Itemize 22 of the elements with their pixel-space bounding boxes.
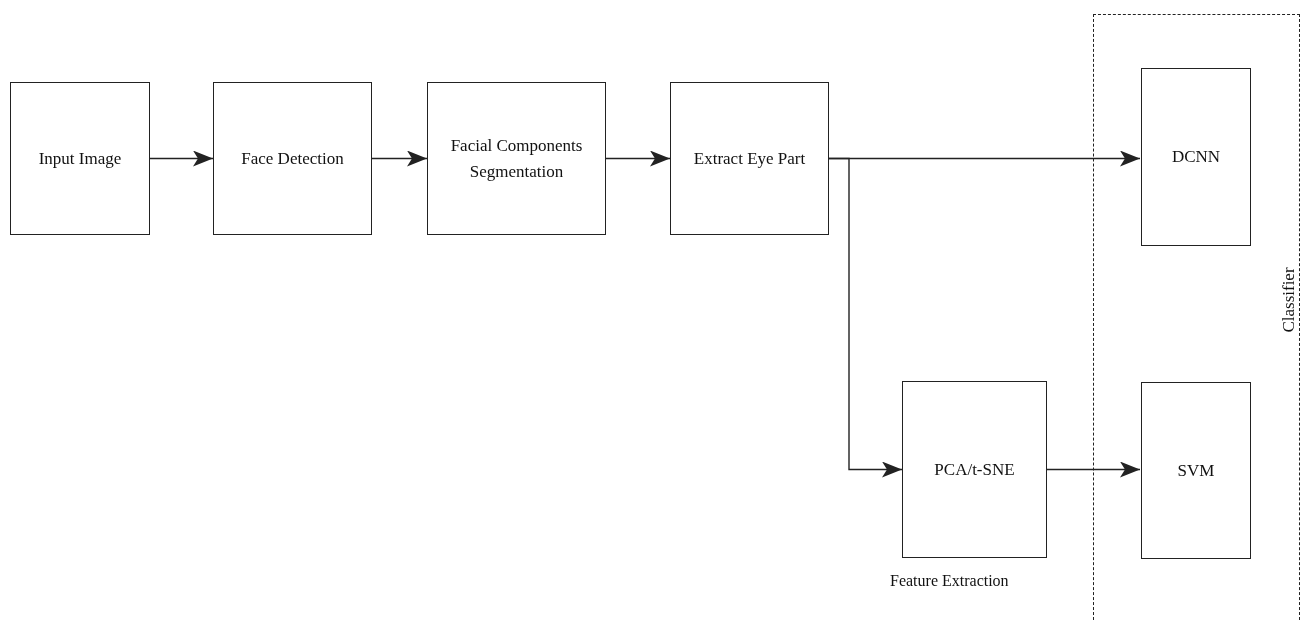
- process-box: [10, 82, 150, 235]
- arrow: [1046, 461, 1141, 478]
- box-label: PCA/t-SNE: [934, 458, 1015, 481]
- arrow: [149, 150, 214, 167]
- box-label: Facial Components Segmentation: [449, 135, 584, 183]
- process-box: [1141, 68, 1251, 246]
- process-box: [427, 82, 606, 235]
- box-caption: Feature Extraction: [890, 572, 1009, 590]
- process-box: [670, 82, 829, 235]
- process-box: [1141, 382, 1251, 559]
- box-label: SVM: [1177, 459, 1215, 482]
- group-label: Classifier: [1278, 267, 1299, 333]
- arrow: [371, 150, 428, 167]
- box-label: Face Detection: [241, 147, 344, 170]
- arrow: [605, 150, 671, 167]
- dashed-group-box: [1093, 14, 1300, 620]
- arrow: [828, 157, 903, 478]
- box-label: Extract Eye Part: [693, 147, 806, 170]
- box-label: Input Image: [38, 147, 122, 170]
- box-label: DCNN: [1171, 146, 1221, 169]
- process-box: [213, 82, 372, 235]
- process-box: [902, 381, 1047, 558]
